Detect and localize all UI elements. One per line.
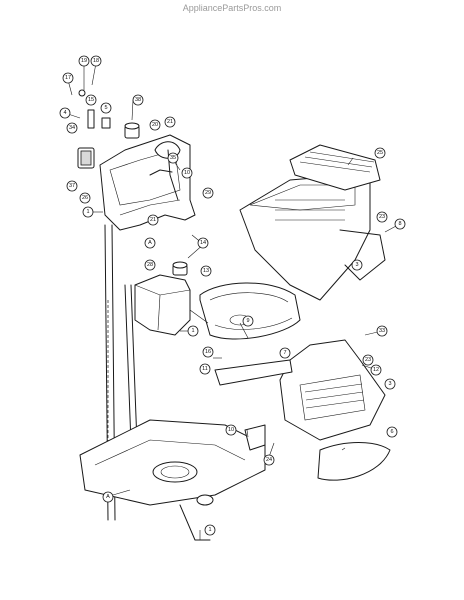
callout-29: 29 [202,187,214,199]
callout-14: 14 [197,237,209,249]
svg-text:4: 4 [63,110,66,116]
svg-text:A: A [106,494,110,500]
callout-19: 19 [78,55,90,67]
callout-7: 7 [279,347,291,359]
callout-9: 9 [242,315,254,327]
callout-8: 8 [394,218,406,230]
callout-21-top: 21 [164,116,176,128]
callout-16: 16 [202,346,214,358]
watermark-text: AppliancePartsPros.com [183,3,282,13]
callout-6: 6 [386,426,398,438]
svg-text:25: 25 [377,150,383,156]
svg-text:26: 26 [82,195,88,201]
svg-text:10: 10 [184,170,190,176]
fuel-tank [134,261,191,336]
callout-1-bottom: 1 [204,524,216,536]
svg-text:8: 8 [398,221,401,227]
svg-text:3: 3 [388,381,391,387]
svg-text:17: 17 [65,75,71,81]
svg-text:6: 6 [390,429,393,435]
svg-text:1: 1 [191,328,194,334]
svg-text:9: 9 [246,318,249,324]
callout-28: 28 [144,259,156,271]
callout-23-grille: 23 [362,354,374,366]
callout-A-top: A [144,237,156,249]
svg-text:38: 38 [135,97,141,103]
svg-text:23: 23 [379,214,385,220]
callout-A-bottom: A [102,491,114,503]
grille [279,339,391,481]
svg-text:15: 15 [88,97,94,103]
svg-text:29: 29 [205,190,211,196]
callout-33: 33 [376,325,388,337]
chassis-frame [79,419,266,541]
callout-5: 5 [100,102,112,114]
callout-10-dash: 10 [181,167,193,179]
callout-24: 24 [263,454,275,466]
callout-3-hood: 3 [351,259,363,271]
ignition-switch [77,89,111,169]
callout-1-mid: 1 [187,325,199,337]
callout-15: 15 [85,94,97,106]
svg-text:10: 10 [228,427,234,433]
callout-12: 12 [370,364,382,376]
svg-text:1: 1 [86,209,89,215]
callout-38: 38 [132,94,144,106]
callout-34: 34 [66,122,78,134]
svg-text:1: 1 [208,527,211,533]
callout-3-grille: 3 [384,378,396,390]
callout-25: 25 [374,147,386,159]
callout-labels: 17 19 18 4 15 5 38 20 21 34 35 10 37 29 … [59,55,406,536]
callout-23-hood: 23 [376,211,388,223]
svg-text:24: 24 [266,457,272,463]
support-bracket [214,359,293,451]
svg-text:18: 18 [93,58,99,64]
callout-20: 20 [149,119,161,131]
svg-text:3: 3 [355,262,358,268]
callout-18: 18 [90,55,102,67]
hood [239,144,386,301]
callout-4: 4 [59,107,71,119]
callout-35: 35 [167,152,179,164]
callout-17: 17 [62,72,74,84]
svg-text:7: 7 [283,350,286,356]
svg-text:34: 34 [69,125,75,131]
svg-text:23: 23 [365,357,371,363]
callout-1-upper: 1 [82,206,94,218]
callout-26: 26 [79,192,91,204]
svg-text:28: 28 [147,262,153,268]
callout-11: 11 [199,363,211,375]
callout-21-mid: 21 [147,214,159,226]
svg-text:37: 37 [69,183,75,189]
svg-text:35: 35 [170,155,176,161]
callout-37: 37 [66,180,78,192]
svg-text:19: 19 [81,58,87,64]
svg-text:33: 33 [379,328,385,334]
dash-panel-assembly [99,122,196,231]
svg-text:5: 5 [104,105,107,111]
callout-10-bracket: 10 [225,424,237,436]
svg-text:11: 11 [202,366,208,372]
svg-text:21: 21 [167,119,173,125]
svg-text:14: 14 [200,240,206,246]
callout-13: 13 [200,265,212,277]
svg-text:20: 20 [152,122,158,128]
battery-tray [199,282,301,340]
svg-text:A: A [148,240,152,246]
svg-text:12: 12 [373,367,379,373]
svg-text:21: 21 [150,217,156,223]
svg-text:16: 16 [205,349,211,355]
svg-text:13: 13 [203,268,209,274]
